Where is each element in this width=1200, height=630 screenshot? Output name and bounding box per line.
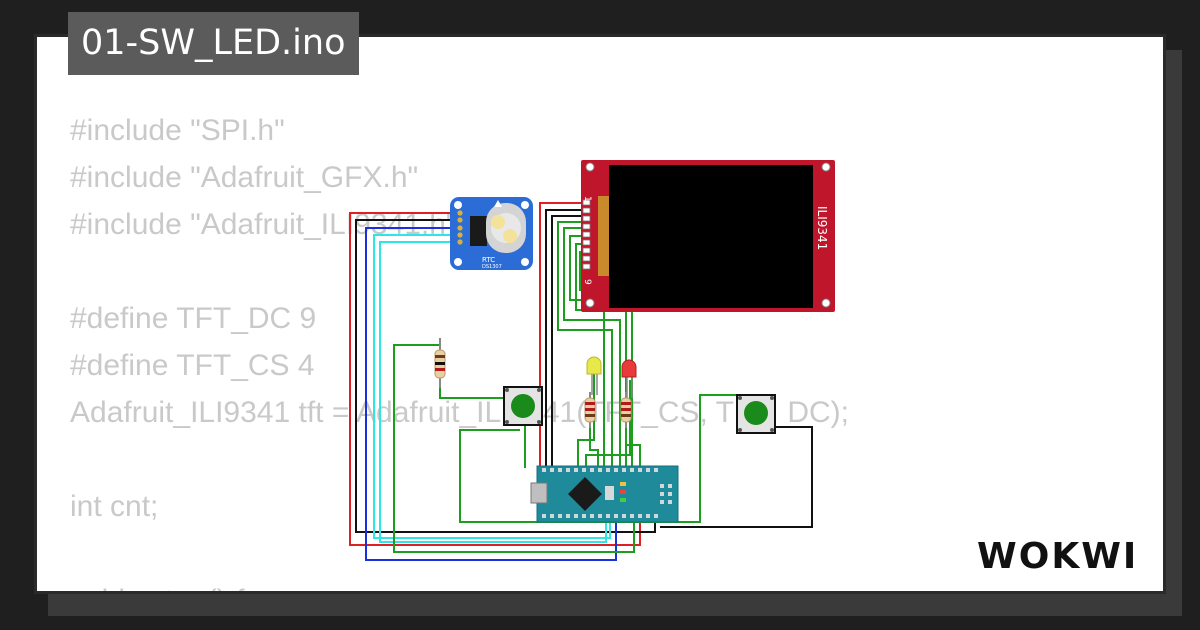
wokwi-logo[interactable]: WOKWI: [975, 528, 1153, 580]
wire-cyan[interactable]: [373, 234, 611, 539]
wire-red[interactable]: [349, 212, 641, 546]
yellow-led[interactable]: [586, 356, 602, 395]
wire-cyan[interactable]: [379, 241, 607, 543]
brand-name: WOKWI: [977, 536, 1138, 577]
wire-black[interactable]: [660, 426, 813, 528]
wire-black[interactable]: [545, 209, 585, 468]
resistor[interactable]: [434, 338, 446, 388]
wire-green[interactable]: [557, 221, 613, 468]
wire-blue[interactable]: [365, 227, 617, 561]
wire-green[interactable]: [563, 227, 621, 468]
wire-red[interactable]: [539, 202, 585, 468]
code-line: #include "Adafruit_GFX.h": [70, 161, 419, 194]
wire-green[interactable]: [625, 425, 641, 468]
push-button[interactable]: [503, 386, 543, 426]
display-label: ILI9341: [815, 206, 829, 250]
code-line: #define TFT_CS 4: [70, 349, 315, 382]
code-line: void setup() {: [70, 584, 245, 591]
display-pin-first: 1: [582, 196, 592, 202]
ili9341-display[interactable]: 1 9 ILI9341: [581, 160, 835, 312]
code-line: #include "SPI.h": [70, 114, 285, 147]
project-title[interactable]: 01-SW_LED.ino: [68, 12, 359, 75]
wire-green[interactable]: [393, 344, 635, 553]
resistor[interactable]: [620, 392, 632, 428]
wire-green[interactable]: [589, 425, 599, 468]
wire-green[interactable]: [439, 385, 505, 399]
code-line: int cnt;: [70, 490, 159, 523]
code-line: #define TFT_DC 9: [70, 302, 317, 335]
wire-black[interactable]: [355, 219, 656, 533]
rtc-chip-label: DS1307: [482, 264, 502, 270]
code-card: #include "SPI.h" #include "Adafruit_GFX.…: [34, 34, 1166, 594]
wire-green[interactable]: [569, 235, 627, 468]
display-pin-last: 9: [582, 279, 592, 285]
arduino-nano[interactable]: [530, 465, 679, 523]
wires: [349, 202, 813, 561]
rtc-module[interactable]: RTC DS1307: [450, 197, 533, 270]
wire-black[interactable]: [551, 215, 585, 468]
rtc-label: RTC: [482, 256, 495, 264]
resistor[interactable]: [584, 392, 596, 428]
push-button[interactable]: [736, 394, 776, 434]
